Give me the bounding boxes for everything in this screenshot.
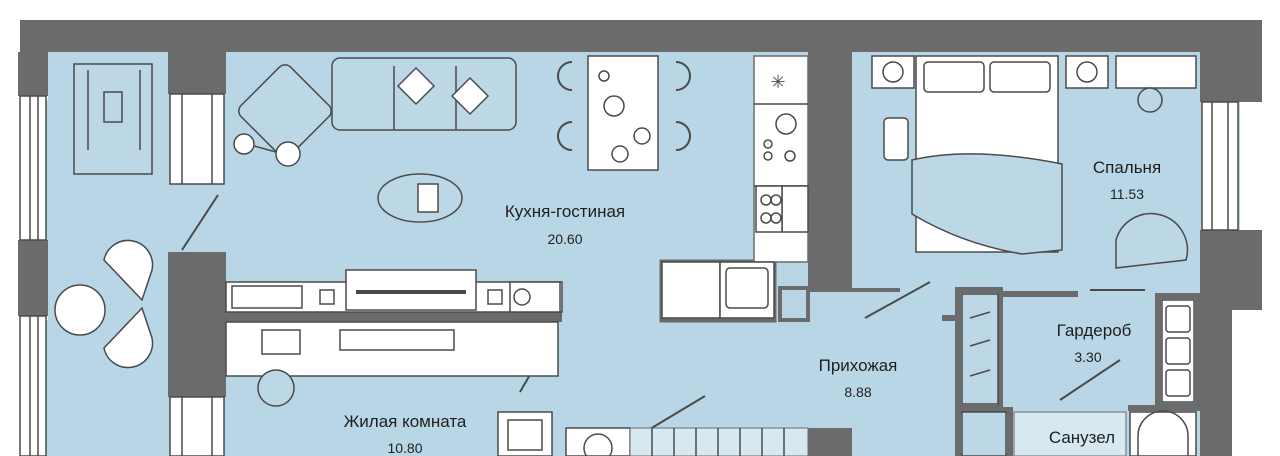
room-labels: Кухня-гостиная 20.60 Спальня 11.53 Гарде… [344, 158, 1162, 456]
windows [19, 93, 1239, 456]
room-area-bedroom: 11.53 [1110, 186, 1144, 202]
room-name-hallway: Прихожая [819, 356, 898, 375]
svg-text:✳: ✳ [770, 72, 785, 93]
room-name-kitchen-living: Кухня-гостиная [505, 202, 625, 221]
sofa [233, 57, 517, 223]
room-area-hallway: 8.88 [844, 384, 871, 400]
wardrobe-shelves [961, 293, 1195, 456]
loggia-furniture [54, 63, 154, 369]
room-name-wardrobe: Гардероб [1057, 321, 1132, 340]
room-area-wardrobe: 3.30 [1074, 349, 1101, 365]
room-name-living-room: Жилая комната [344, 412, 467, 431]
room-name-bedroom: Спальня [1093, 158, 1161, 177]
media-wall [225, 269, 563, 313]
bathroom-fixtures [497, 410, 1197, 456]
room-area-kitchen-living: 20.60 [547, 231, 582, 247]
kitchen-unit: ✳ [661, 72, 809, 319]
dining-table [557, 55, 691, 171]
walls [18, 20, 1262, 456]
bedroom-furniture [871, 55, 1197, 269]
living-room-desk [225, 285, 559, 407]
room-area-living-room: 10.80 [387, 440, 422, 456]
room-name-bathroom: Санузел [1049, 428, 1115, 447]
